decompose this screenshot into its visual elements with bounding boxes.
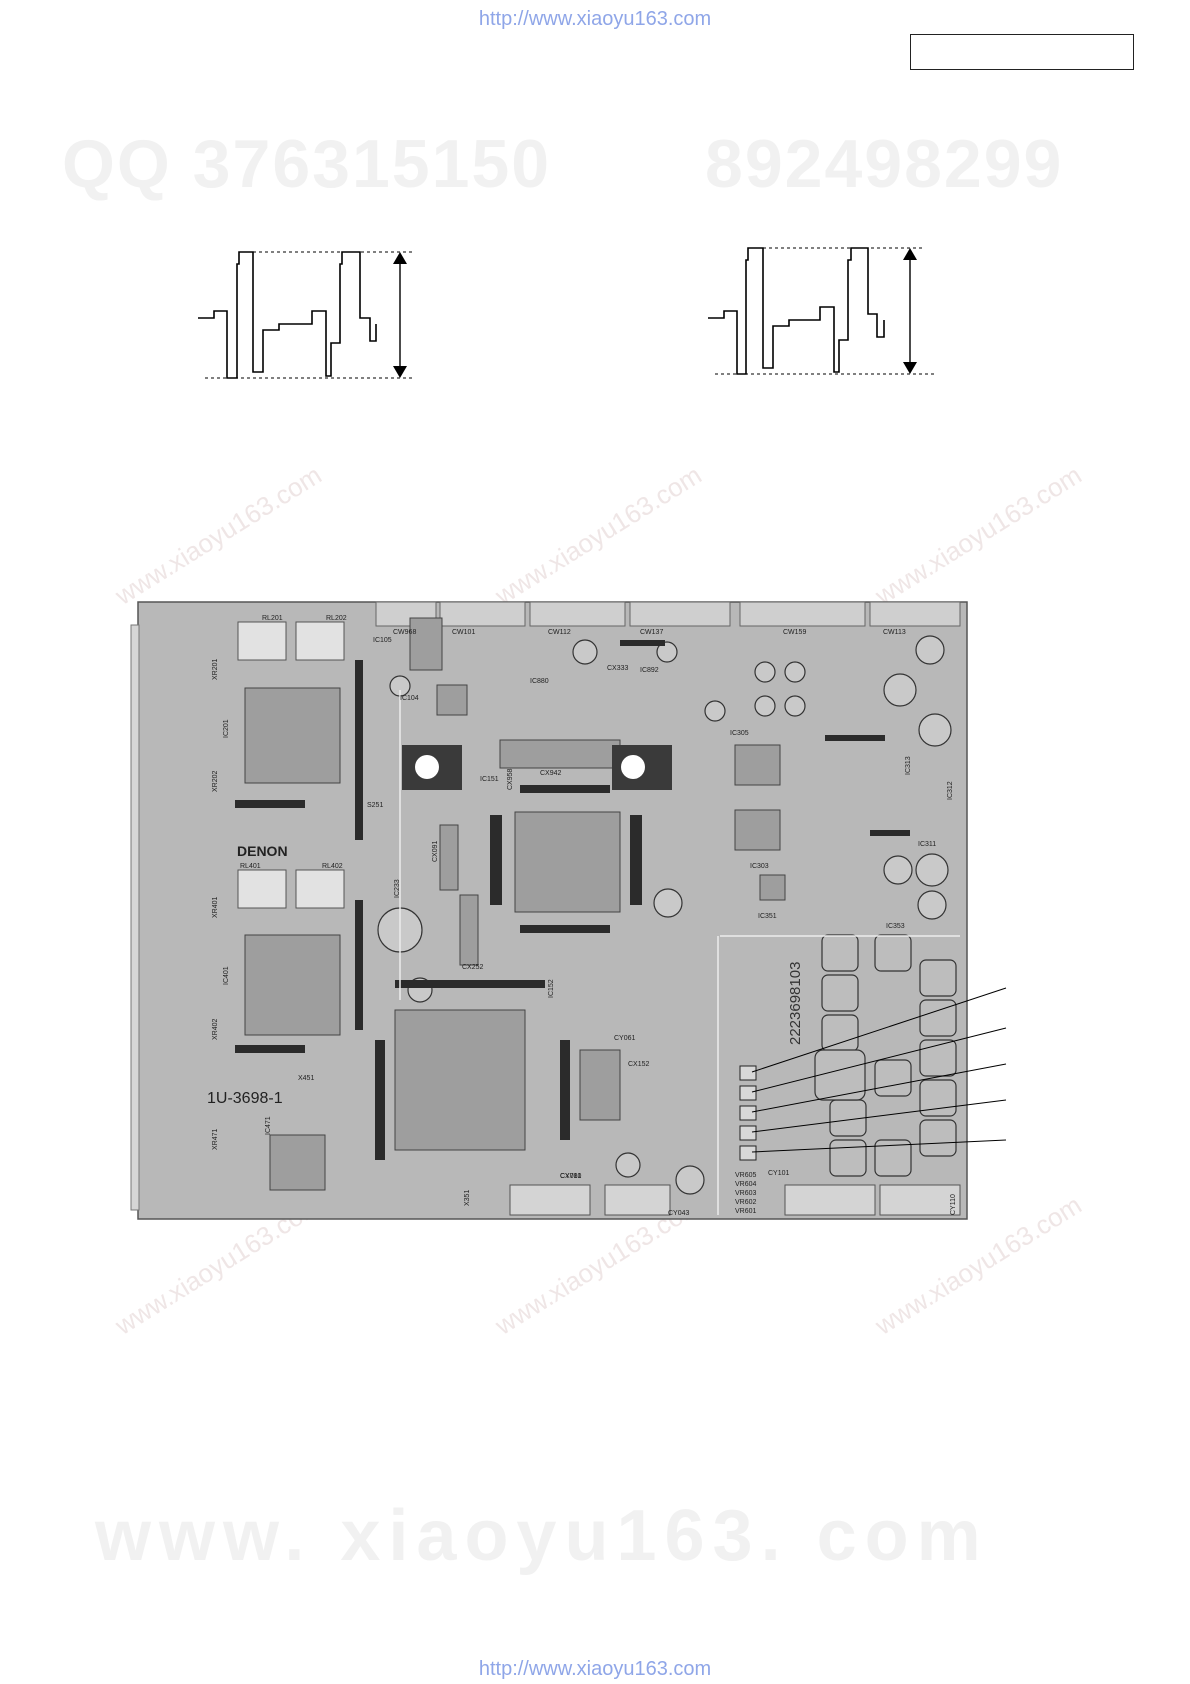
part-label: X451 xyxy=(298,1075,314,1082)
ic-label: IC105 xyxy=(373,637,392,644)
pcb-board: DENON 1U-3698-1 2223698103 CW968 CW101 C… xyxy=(130,601,1007,1220)
connector-label: CW137 xyxy=(640,629,663,636)
ic-label: IC311 xyxy=(918,841,936,848)
vr-label: VR601 xyxy=(735,1208,757,1215)
part-label: CX958 xyxy=(507,768,514,790)
vr-label: VR602 xyxy=(735,1199,757,1206)
part-label: RL201 xyxy=(262,615,283,622)
part-label: CX942 xyxy=(540,770,562,777)
watermark-url: www. xiaoyu163. com xyxy=(95,1496,989,1576)
part-label: RL402 xyxy=(322,863,343,870)
ic-label: IC313 xyxy=(905,756,912,775)
heatsinks xyxy=(402,745,672,790)
brand-label: DENON xyxy=(237,843,288,859)
ic-label: IC471 xyxy=(265,1116,272,1135)
watermark-qq-number: 892498299 xyxy=(705,126,1064,202)
part-label: CX333 xyxy=(607,665,629,672)
ic-label: IC151 xyxy=(480,776,499,783)
ic-label: IC401 xyxy=(223,966,230,985)
part-label: CX152 xyxy=(628,1061,650,1068)
ic-label: IC880 xyxy=(530,678,549,685)
part-label: XR471 xyxy=(212,1128,219,1150)
ic-label: IC233 xyxy=(394,879,401,898)
connector-label: CY043 xyxy=(668,1210,690,1217)
part-label: CX252 xyxy=(462,964,484,971)
vr-label: VR603 xyxy=(735,1190,757,1197)
waveform-right xyxy=(708,247,935,375)
part-label: XR402 xyxy=(212,1018,219,1040)
part-label: XR202 xyxy=(212,770,219,792)
connector-label: CW968 xyxy=(393,629,416,636)
part-label: CY061 xyxy=(614,1035,636,1042)
connector-label: CY101 xyxy=(768,1170,790,1177)
connector-label: CW101 xyxy=(452,629,475,636)
part-label: XR201 xyxy=(212,658,219,680)
part-label: XR401 xyxy=(212,896,219,918)
part-label: RL202 xyxy=(326,615,347,622)
vr-label: VR605 xyxy=(735,1172,757,1179)
ic-label: IC312 xyxy=(947,781,954,800)
board-id-label: 1U-3698-1 xyxy=(207,1090,283,1107)
ic-label: IC305 xyxy=(730,730,749,737)
connector-label: CW112 xyxy=(548,629,571,636)
pcb-number-label: 2223698103 xyxy=(787,962,804,1045)
part-label: S251 xyxy=(367,802,383,809)
part-label: CX710 xyxy=(560,1173,582,1180)
connector-label: CY110 xyxy=(950,1194,957,1215)
part-label: X351 xyxy=(464,1190,471,1206)
connector-label: CY081 xyxy=(560,1173,582,1180)
connector-label: CW113 xyxy=(883,629,906,636)
watermark-qq: QQ 376315150 xyxy=(62,126,552,202)
footer-url[interactable]: http://www.xiaoyu163.com xyxy=(478,1658,712,1680)
vr-label: VR604 xyxy=(735,1181,757,1188)
ic-label: IC353 xyxy=(886,923,905,930)
part-label: RL401 xyxy=(240,863,261,870)
ic-label: IC201 xyxy=(223,719,230,738)
model-number-box xyxy=(910,34,1134,70)
part-label: CX091 xyxy=(432,840,439,862)
ic-label: IC152 xyxy=(548,979,555,998)
connector-label: CW159 xyxy=(783,629,806,636)
ic-label: IC104 xyxy=(400,695,419,702)
ic-label: IC303 xyxy=(750,863,769,870)
ic-label: IC351 xyxy=(758,913,777,920)
header-url[interactable]: http://www.xiaoyu163.com xyxy=(478,8,712,30)
ic-label: IC892 xyxy=(640,667,659,674)
waveform-left xyxy=(198,251,412,379)
